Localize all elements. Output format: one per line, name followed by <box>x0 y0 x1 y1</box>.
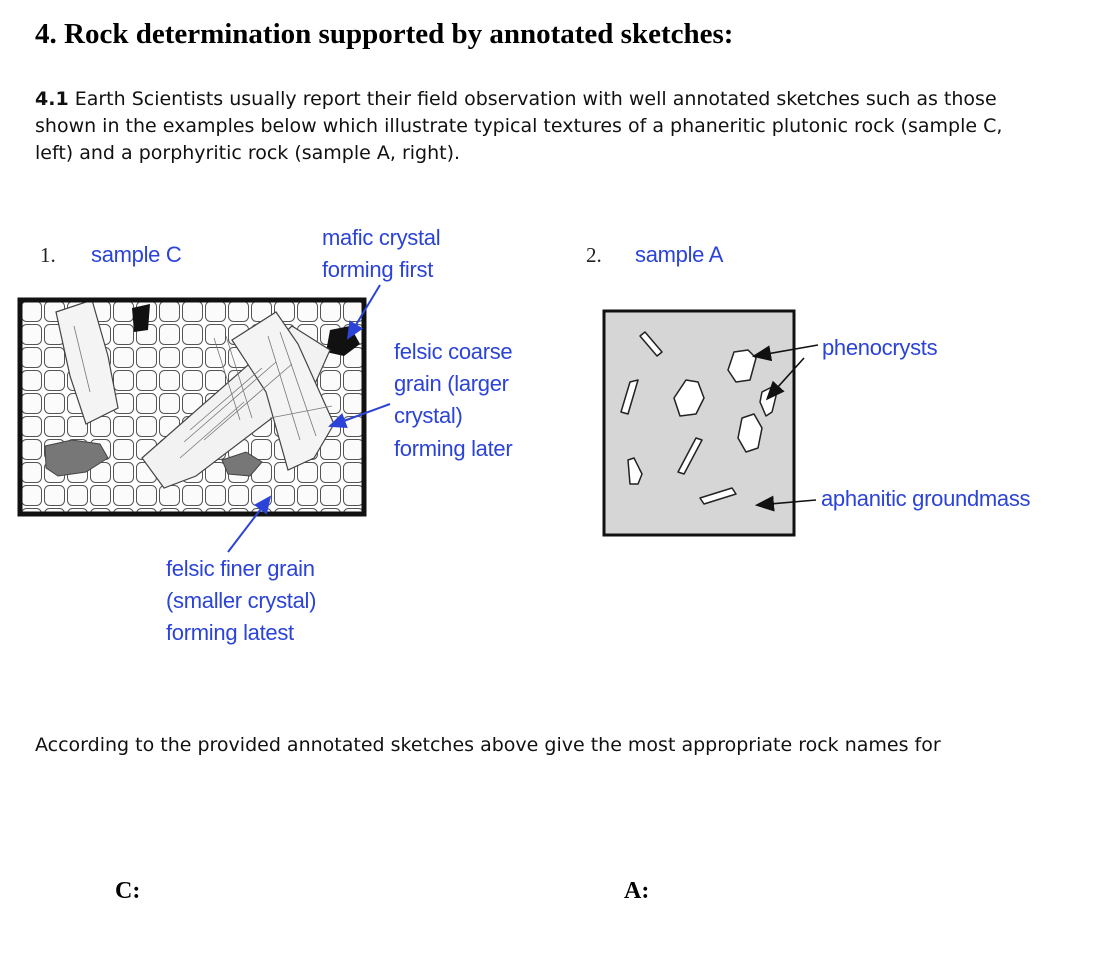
sample-c-number: 1. <box>40 243 56 267</box>
label-coarse-line4: forming later <box>394 436 512 461</box>
answer-c-label: C: <box>115 878 141 904</box>
sample-a-title: sample A <box>635 242 724 267</box>
mafic-arrow <box>346 284 381 340</box>
phenocrysts-arrow-1 <box>751 344 819 362</box>
phenocrysts-arrow-2 <box>765 357 805 401</box>
phenocryst <box>737 413 763 453</box>
label-phenocrysts: phenocrysts <box>822 335 938 360</box>
phenocryst <box>620 379 639 415</box>
phenocryst <box>673 379 705 417</box>
sample-c-sketch <box>17 297 367 517</box>
phenocryst <box>627 457 643 485</box>
label-mafic-line2: forming first <box>322 257 433 282</box>
fine-arrow <box>227 495 272 553</box>
phenocryst <box>677 437 703 475</box>
intro-text: Earth Scientists usually report their fi… <box>35 88 1003 164</box>
question-number: 4.1 <box>35 88 69 110</box>
label-groundmass: aphanitic groundmass <box>821 486 1031 511</box>
phenocryst <box>727 349 757 383</box>
phenocryst <box>639 331 663 357</box>
coarse-arrow <box>328 403 391 429</box>
label-coarse-line3: crystal) <box>394 403 463 428</box>
label-coarse-line1: felsic coarse <box>394 339 512 364</box>
label-fine-line2: (smaller crystal) <box>166 588 316 613</box>
sample-c-title: sample C <box>91 242 182 267</box>
sample-a-number: 2. <box>586 243 602 267</box>
phenocryst <box>699 487 737 505</box>
rock-texture-figure: 1. sample C mafic crystal forming <box>17 225 1031 645</box>
felsic-coarse-crystal <box>231 311 335 471</box>
groundmass-arrow <box>754 495 817 512</box>
label-coarse-line2: grain (larger <box>394 371 509 396</box>
label-mafic-line1: mafic crystal <box>322 225 440 250</box>
section-heading: 4. Rock determination supported by annot… <box>35 18 734 50</box>
label-fine-line1: felsic finer grain <box>166 556 315 581</box>
sample-a-sketch <box>602 309 796 537</box>
intro-paragraph: 4.1 Earth Scientists usually report thei… <box>35 86 1045 167</box>
label-fine-line3: forming latest <box>166 620 294 645</box>
answer-a-label: A: <box>624 878 650 904</box>
question-prompt: According to the provided annotated sket… <box>35 734 941 756</box>
